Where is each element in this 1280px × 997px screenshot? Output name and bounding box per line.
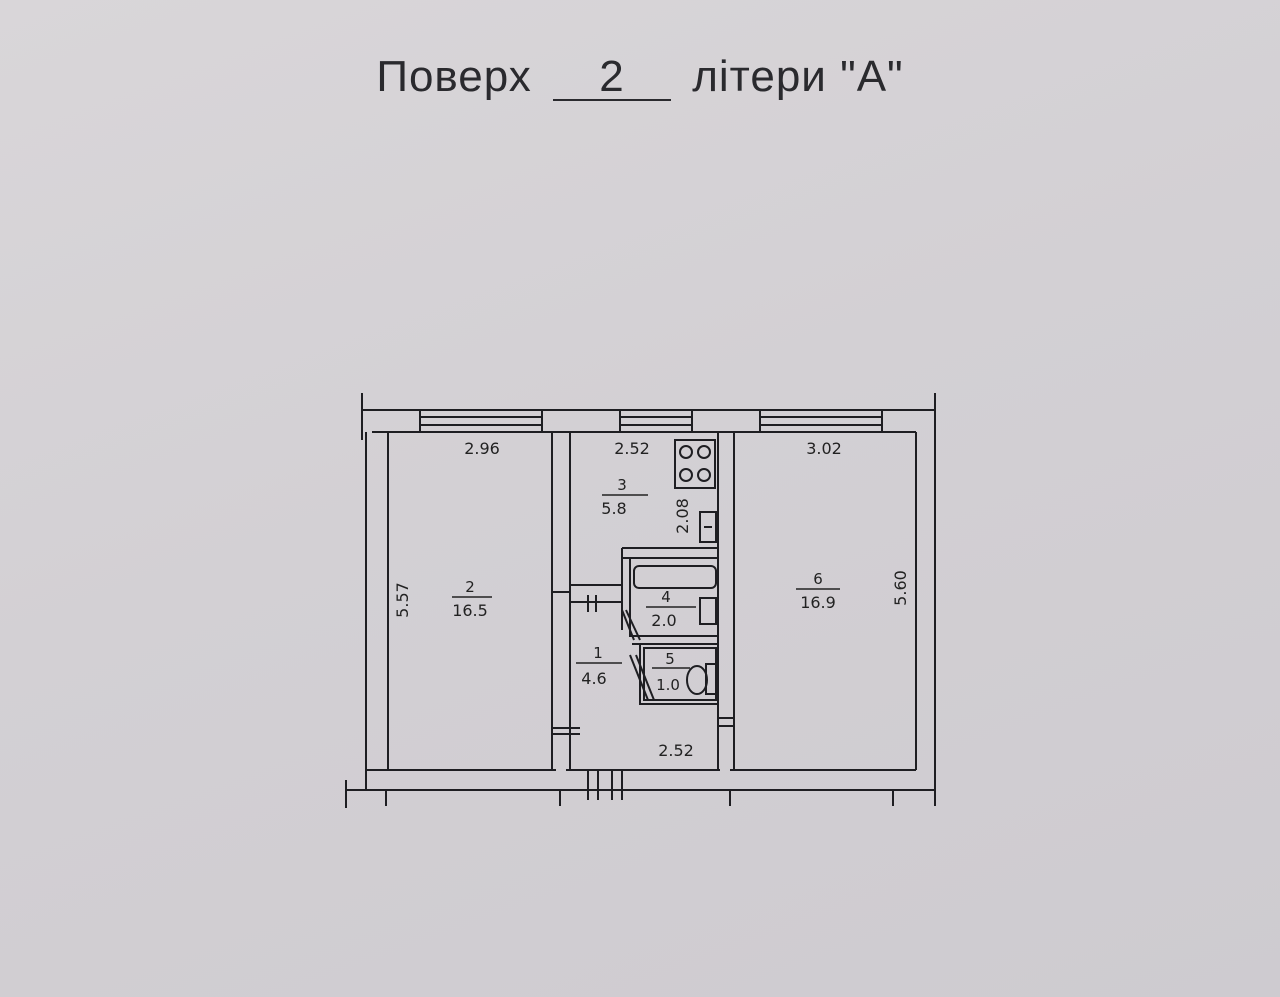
room-5-area: 1.0 <box>656 676 680 694</box>
room-1-number: 1 <box>593 644 603 662</box>
dim-room6-width: 3.02 <box>806 439 842 458</box>
room-1-area: 4.6 <box>581 669 606 688</box>
room-label-1: 1 4.6 <box>576 644 622 688</box>
room-4-area: 2.0 <box>651 611 676 630</box>
floor-title: Поверх 2 літери "А" <box>0 52 1280 102</box>
room-3-number: 3 <box>617 476 627 494</box>
dim-room6-length: 5.60 <box>891 570 910 606</box>
title-suffix: літери "А" <box>692 52 904 101</box>
room-6-number: 6 <box>813 570 823 588</box>
room-label-2: 2 16.5 <box>452 578 492 620</box>
title-prefix: Поверх <box>376 52 532 101</box>
dim-room2-length: 5.57 <box>393 582 412 618</box>
dim-hall-width: 2.52 <box>658 741 694 760</box>
room-5-number: 5 <box>665 650 675 668</box>
room-label-6: 6 16.9 <box>796 570 840 612</box>
dim-room2-width: 2.96 <box>464 439 500 458</box>
door-swing-wc <box>629 654 655 701</box>
window-top-middle <box>619 409 693 433</box>
outer-wall-bottom <box>345 769 936 808</box>
window-top-left <box>419 409 543 433</box>
room-label-4: 4 2.0 <box>646 588 696 630</box>
door-marks <box>552 595 734 735</box>
partition-room2-right <box>551 432 571 770</box>
dim-room3-length: 2.08 <box>673 498 692 534</box>
kitchen-sink <box>699 511 717 543</box>
door-swing-bath <box>621 609 641 641</box>
outer-wall-left <box>365 432 389 790</box>
bathroom-block <box>629 557 719 645</box>
entrance-door <box>587 770 623 800</box>
room-2-number: 2 <box>465 578 475 596</box>
outer-wall-right <box>915 432 936 805</box>
room-label-5: 5 1.0 <box>652 650 690 694</box>
title-floor-number: 2 <box>553 55 671 101</box>
room-6-area: 16.9 <box>800 593 836 612</box>
dim-room3-width: 2.52 <box>614 439 650 458</box>
window-top-right <box>759 409 883 433</box>
room-3-area: 5.8 <box>601 499 626 518</box>
room-4-number: 4 <box>661 588 671 606</box>
room-2-area: 16.5 <box>452 601 488 620</box>
stove <box>674 439 716 489</box>
room-label-3: 3 5.8 <box>601 476 648 518</box>
partition-room6-left <box>717 432 735 770</box>
